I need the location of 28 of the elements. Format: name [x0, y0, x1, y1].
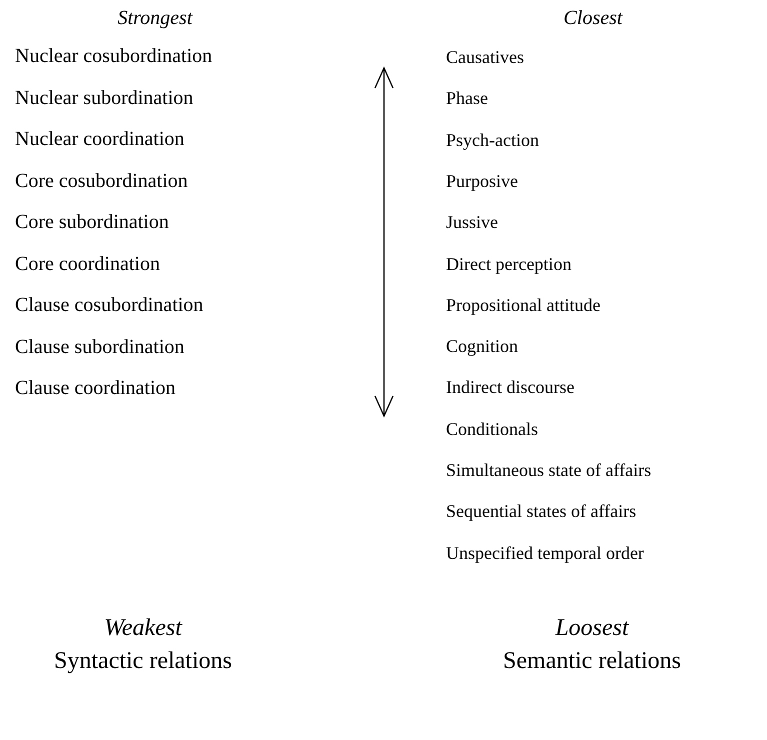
column-footer: Loosest [555, 616, 629, 640]
scale-item: Jussive [446, 213, 498, 232]
column-caption: Syntactic relations [54, 649, 232, 673]
scale-item: Clause cosubordination [15, 295, 204, 315]
column-heading: Closest [564, 8, 622, 28]
scale-item: Propositional attitude [446, 296, 600, 314]
scale-item: Nuclear subordination [15, 88, 194, 108]
scale-item: Phase [446, 89, 488, 108]
column-heading: Strongest [118, 8, 192, 28]
scale-item: Nuclear coordination [15, 129, 184, 149]
column-footer: Weakest [104, 616, 182, 640]
scale-item: Nuclear cosubordination [15, 46, 212, 66]
scale-item: Clause subordination [15, 336, 184, 356]
scale-item: Psych-action [446, 130, 539, 149]
column-caption: Semantic relations [503, 649, 681, 673]
scale-item: Purposive [446, 172, 518, 190]
scale-item: Core subordination [15, 212, 169, 232]
scale-item: Conditionals [446, 420, 538, 438]
scale-item: Cognition [446, 337, 518, 356]
scale-item: Core coordination [15, 254, 160, 274]
scale-item: Core cosubordination [15, 170, 188, 190]
scale-item: Indirect discourse [446, 378, 574, 396]
scale-item: Simultaneous state of affairs [446, 461, 652, 479]
scale-item: Direct perception [446, 254, 572, 272]
scale-item: Causatives [446, 48, 524, 66]
scale-item: Sequential states of affairs [446, 502, 636, 520]
scale-item: Unspecified temporal order [446, 544, 644, 562]
scale-item: Clause coordination [15, 378, 176, 398]
